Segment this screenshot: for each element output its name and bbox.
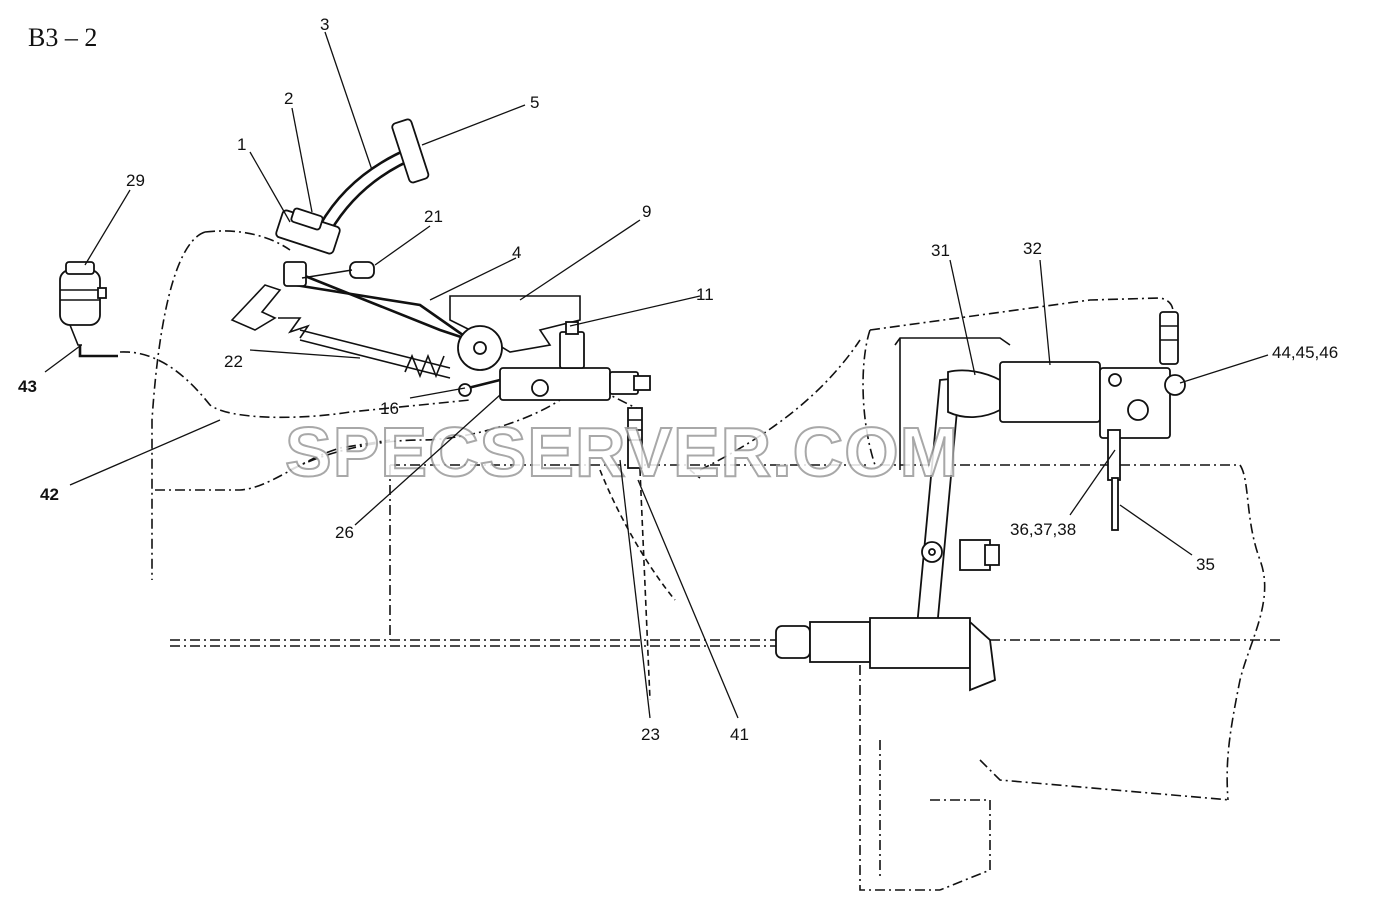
callout-31: 31	[931, 241, 950, 260]
callout-22: 22	[224, 352, 243, 371]
diagram-title: B3 – 2	[28, 23, 97, 52]
callout-11: 11	[696, 285, 714, 304]
callout-16: 16	[380, 399, 399, 418]
callout-1: 1	[237, 135, 246, 154]
pedal-assembly	[230, 118, 501, 379]
callout-4: 4	[512, 243, 521, 262]
watermark: SPECSERVER.COM	[285, 413, 959, 491]
callout-26: 26	[335, 523, 354, 542]
callout-36-37-38: 36,37,38	[1010, 520, 1076, 539]
slave-cylinder	[999, 311, 1186, 531]
leader-lines	[44, 31, 1269, 719]
callout-21: 21	[424, 207, 443, 226]
callout-42: 42	[40, 485, 59, 504]
callout-2: 2	[284, 89, 293, 108]
callout-41: 41	[730, 725, 749, 744]
callout-5: 5	[530, 93, 539, 112]
callout-43: 43	[18, 377, 37, 396]
callout-32: 32	[1023, 239, 1042, 258]
reservoir	[59, 261, 118, 358]
master-cylinder	[449, 295, 651, 469]
callout-9: 9	[642, 202, 651, 221]
callout-44-45-46: 44,45,46	[1272, 343, 1338, 362]
gearbox-housing	[775, 617, 996, 692]
callout-35: 35	[1196, 555, 1215, 574]
callout-labels: 1 2 3 4 5 9 11 16 21 22 23 26 29 31 32 3…	[18, 15, 1338, 744]
callout-23: 23	[641, 725, 660, 744]
frame-outline	[151, 230, 1280, 891]
callout-3: 3	[320, 15, 329, 34]
callout-29: 29	[126, 171, 145, 190]
release-lever	[894, 337, 1011, 651]
